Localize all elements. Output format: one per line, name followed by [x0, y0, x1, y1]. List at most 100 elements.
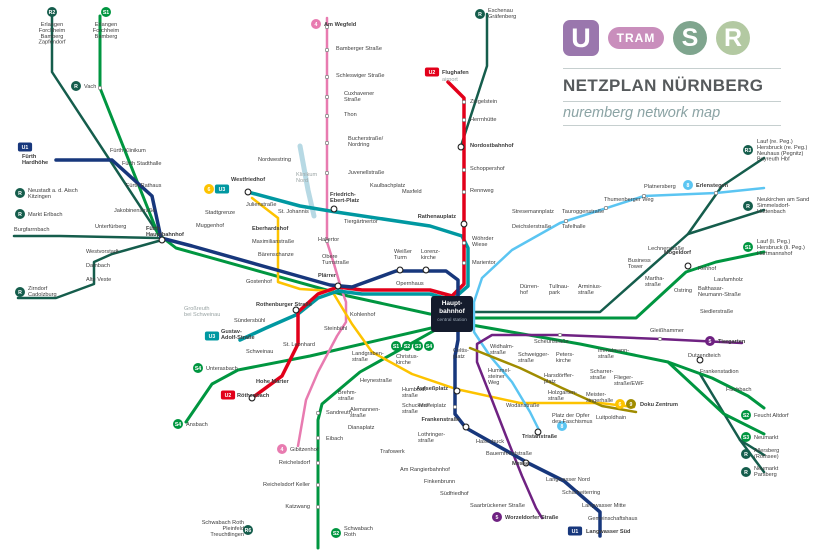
station-label: Tauroggenstraße — [562, 209, 604, 215]
station-label: Martha-straße — [645, 276, 664, 288]
line-badge-S3: S3 — [741, 432, 751, 442]
station-dot — [461, 118, 466, 123]
station-label: Celtis-platz — [453, 348, 469, 360]
badge-label: R3 — [745, 148, 752, 154]
station-dot — [563, 219, 568, 224]
badge-bg — [277, 444, 287, 454]
station-label: Tiergärtnertor — [344, 219, 378, 225]
badge-label: R6 — [245, 528, 252, 534]
line-badge-R: R — [741, 467, 751, 477]
badge-bg — [193, 363, 203, 373]
map-subtitle: nuremberg network map — [563, 101, 781, 126]
station-label: Finkenbrunn — [424, 479, 455, 485]
badge-label: S2 — [743, 413, 749, 419]
station-label: Tiergarten — [718, 339, 746, 345]
badge-bg — [615, 399, 625, 409]
transit-line-regional-east-bayreuth — [686, 156, 766, 236]
station-label: Langwasser Mitte — [582, 503, 626, 509]
badge-label: U2 — [225, 393, 232, 399]
badge-bg — [173, 419, 183, 429]
station-label: Gostenhof — [246, 279, 272, 285]
badge-label: U3 — [209, 334, 216, 340]
station-label: Eibach — [326, 436, 343, 442]
line-badge-6: 6 — [615, 399, 625, 409]
line-badge-U2: U2 — [220, 390, 236, 400]
station-label: Rehhof — [698, 266, 716, 272]
station-label: Brehm-straße — [338, 390, 356, 402]
station-label: Ostring — [674, 288, 692, 294]
badge-label: U3 — [219, 187, 226, 193]
station-label: Bauernfeindstraße — [486, 451, 532, 457]
interchange-ring — [330, 205, 338, 213]
station-label: Fischbach — [726, 387, 752, 393]
station-label: Dürren-hof — [520, 284, 539, 296]
station-label: Lechnerstraße — [648, 246, 684, 252]
station-label: Nordostbahnhof — [470, 143, 514, 149]
badge-bg — [567, 526, 583, 536]
badge-bg — [743, 201, 753, 211]
station-label: Scharrer-straße — [590, 369, 613, 381]
hauptbahnhof-label: bahnhof — [439, 308, 465, 315]
line-badge-R: R — [71, 81, 81, 91]
interchange-ring — [422, 266, 430, 274]
badge-bg — [424, 341, 434, 351]
station-label: Rennweg — [470, 188, 494, 194]
s-bahn-logo: S — [673, 21, 707, 55]
station-label: Burgfarrnbach — [14, 227, 49, 233]
interchange-ring — [334, 282, 342, 290]
station-label: Hasenbuck — [476, 439, 504, 445]
station-label: Doku Zentrum — [640, 402, 678, 408]
badge-label: R — [744, 470, 748, 476]
station-label: Gemeinschaftshaus — [588, 516, 638, 522]
badge-bg — [741, 432, 751, 442]
station-label: Erlenstegen — [696, 183, 729, 189]
transit-line-s2-southeast — [464, 322, 766, 410]
badge-bg — [220, 390, 236, 400]
badge-label: U2 — [429, 70, 436, 76]
station-label: Humboldt-straße — [402, 387, 428, 399]
line-badge-5: 5 — [492, 512, 502, 522]
line-badge-S3: S3 — [413, 341, 423, 351]
interchange-ring — [453, 387, 461, 395]
badge-label: 6 — [619, 402, 622, 408]
line-badge-6: 6 — [204, 184, 214, 194]
line-badge-R6: R6 — [243, 525, 253, 535]
badge-bg — [17, 142, 33, 152]
line-badge-8: 8 — [557, 421, 567, 431]
station-label: Harsdörffer-platz — [544, 373, 574, 385]
badge-label: S4 — [195, 366, 201, 372]
station-label: Kaulbachplatz — [370, 183, 405, 189]
station-label: St. Leonhard — [283, 342, 315, 348]
badge-bg — [15, 209, 25, 219]
badge-bg — [413, 341, 423, 351]
station-dot — [315, 435, 320, 440]
station-label: Vach — [84, 84, 96, 90]
badge-bg — [101, 7, 111, 17]
badge-bg — [204, 184, 214, 194]
station-label: Thumenberger Weg — [604, 197, 654, 203]
station-label: Gustav-Adolf-Straße — [221, 329, 255, 341]
badge-bg — [557, 421, 567, 431]
station-label: Schweinau — [246, 349, 273, 355]
interchange-ring — [292, 306, 300, 314]
interchange-ring — [696, 356, 704, 364]
station-label: Schuckert-straße — [402, 403, 429, 415]
station-label: Am Rangierbahnhof — [400, 467, 450, 473]
station-label: Reichelsdorf Keller — [263, 482, 310, 488]
transit-line-graefenbergbahn — [459, 12, 489, 148]
station-label: Herrnhütte — [470, 117, 496, 123]
badge-label: R — [478, 12, 482, 18]
station-label: Dianaplatz — [348, 425, 375, 431]
badge-bg — [626, 399, 636, 409]
badge-bg — [15, 188, 25, 198]
